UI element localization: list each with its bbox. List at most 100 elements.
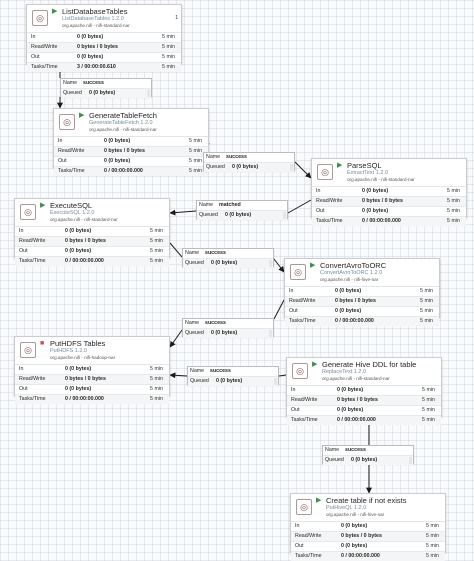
connection-queued: 0 (0 bytes) [225,211,251,220]
stat-time: 5 min [150,248,163,254]
play-icon[interactable]: ▶ [316,497,322,504]
queue-bar [290,164,293,171]
stat-time: 5 min [422,407,435,413]
connection-name-key: Name [206,154,221,160]
stat-label: In [291,387,296,393]
connection-line[interactable] [273,258,285,273]
play-icon[interactable]: ▶ [40,202,46,209]
connection-line[interactable] [169,329,183,348]
processor-bundle: org.apache.nifi - nifi-standard-nar [347,177,415,182]
connection-name: success [345,446,366,455]
processor-bundle: org.apache.nifi - nifi-standard-nar [50,217,118,222]
stat-value-text: 0 bytes / 0 bytes [65,238,106,244]
stat-value-text: 0 bytes / 0 bytes [104,148,145,154]
stat-time: 5 min [420,298,433,304]
processor-type: ListDatabaseTables 1.2.0 [62,16,124,22]
stat-value-text: 0 / 00:00:00.000 [65,258,104,264]
stat-time: 5 min [150,396,163,402]
stat-time: 5 min [189,168,202,174]
stat-value: 0 (0 bytes) [65,365,91,374]
stat-label: Out [289,308,298,314]
connection-queued-key: Queued [199,212,218,218]
processor-name: ParseSQL [347,161,382,170]
stat-time: 5 min [420,288,433,294]
play-icon[interactable]: ▶ [310,262,316,269]
stopped-icon[interactable]: ■ [40,340,45,347]
connection-line[interactable] [169,209,197,216]
stat-value-text: 0 bytes / 0 bytes [362,198,403,204]
stat-label: Out [291,407,300,413]
connection-queued-key: Queued [185,330,204,336]
processor-type: GenerateTableFetch 1.2.0 [89,120,153,126]
stat-value: 0 (0 bytes) [341,522,367,531]
stat-label: Read/Write [58,148,85,154]
connection-name-key: Name [185,320,200,326]
connection-line[interactable] [294,161,312,179]
stat-label: Out [58,158,67,164]
processor-icon: ◎ [292,363,308,379]
stat-label: Tasks/Time [19,258,46,264]
stat-value: 0 bytes / 0 bytes [77,43,118,52]
connection-line[interactable] [169,372,188,379]
connection-name-text: success [226,154,247,160]
connection-queued-key: Queued [185,260,204,266]
stat-value-text: 0 (0 bytes) [77,54,104,60]
stat-label: In [31,34,36,40]
play-icon[interactable]: ▶ [312,361,318,368]
stat-time: 5 min [162,64,175,70]
stat-time: 5 min [150,258,163,264]
stat-value-text: 0 bytes / 0 bytes [335,298,376,304]
processor-icon: ◎ [59,114,75,130]
queue-bar [283,212,286,219]
play-icon[interactable]: ▶ [79,112,85,119]
stat-value-text: 0 (0 bytes) [341,543,368,549]
connection-line[interactable] [287,199,312,214]
connection-line[interactable] [278,374,287,377]
play-icon[interactable]: ▶ [52,8,58,15]
stat-value-text: 3 / 00:00:00.610 [77,64,116,70]
stat-time: 5 min [422,397,435,403]
connection-line[interactable] [273,299,285,320]
stat-value-text: 0 / 00:00:00.000 [104,168,143,174]
play-icon[interactable]: ▶ [337,162,343,169]
connection-queued-text: 0 (0 bytes) [232,164,259,170]
stat-value: 0 (0 bytes) [77,33,103,42]
connection-line[interactable] [169,242,183,258]
processor-name: ListDatabaseTables [62,7,128,16]
processor-name: Generate Hive DDL for table [322,360,417,369]
stat-time: 5 min [150,376,163,382]
stat-label: Out [19,386,28,392]
connection-queued-text: 0 (0 bytes) [225,212,252,218]
stat-time: 5 min [162,44,175,50]
stat-label: Tasks/Time [58,168,85,174]
stat-time: 5 min [426,553,439,559]
stat-value-text: 0 bytes / 0 bytes [77,44,118,50]
stat-label: Read/Write [316,198,343,204]
